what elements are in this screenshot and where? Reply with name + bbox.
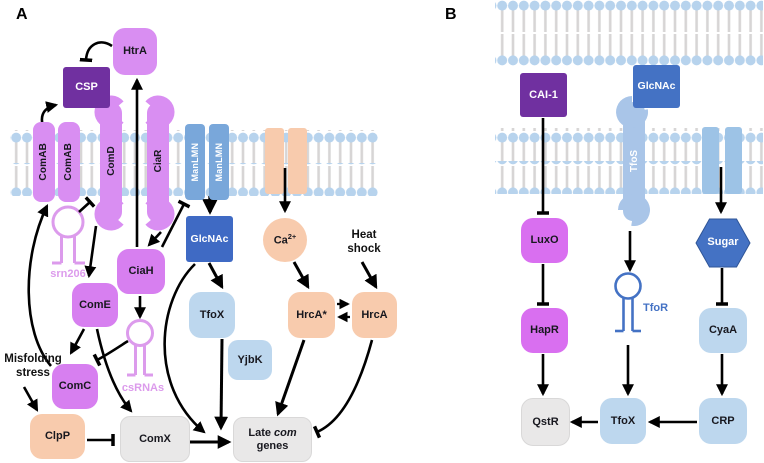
node-manlmn-1: ManLMN [185, 124, 205, 200]
comab-label: ComAB [38, 143, 50, 181]
panel-a-edges [22, 41, 378, 449]
manlmn-label: ManLMN [189, 142, 200, 182]
edge-ciar-ciah [147, 231, 162, 247]
edge-ca-hrcaactive [292, 261, 310, 290]
node-glcnac-a: GlcNAc [186, 216, 233, 262]
node-clpp: ClpP [30, 414, 85, 459]
calcium-channel [265, 128, 307, 194]
panel-b-label: B [445, 6, 457, 23]
edge-hrca-latecom [312, 339, 374, 439]
node-calcium: Ca2+ [263, 218, 307, 262]
node-comab-1: ComAB [33, 122, 55, 202]
srn206-hairpin [51, 205, 85, 265]
edge-come-comx [95, 328, 133, 413]
node-luxo: LuxO [521, 218, 568, 263]
node-hapr: HapR [521, 308, 568, 353]
manlmn-label: ManLMN [213, 142, 224, 182]
node-cai1: CAI-1 [520, 73, 567, 117]
edge-heatshock-hrca [360, 261, 378, 290]
edge-tfox-latecom [214, 338, 229, 431]
node-glcnac-b: GlcNAc [633, 65, 680, 108]
tfor-hairpin [614, 272, 642, 333]
edge-comd-come [84, 225, 98, 279]
edge-htra-csp [79, 41, 113, 63]
sugar-hexagon [695, 218, 751, 268]
edge-comc-comab [27, 204, 52, 367]
node-csp: CSP [63, 67, 110, 108]
heat-shock-label: Heat shock [347, 229, 381, 255]
ciar-label: CiaR [152, 149, 164, 173]
node-hrca: HrcA [352, 292, 397, 338]
node-tfox-b: TfoX [600, 398, 646, 444]
edge-srn206-comd [78, 196, 96, 213]
node-come: ComE [72, 283, 118, 327]
tfor-label: TfoR [643, 302, 669, 314]
node-comc: ComC [52, 364, 98, 409]
calcium-text: Ca2+ [273, 231, 297, 247]
node-tfox-a: TfoX [189, 292, 235, 338]
node-comab-2: ComAB [58, 122, 80, 202]
node-hrca-active: HrcA* [288, 292, 335, 338]
comab-label: ComAB [63, 143, 75, 181]
node-comx: ComX [120, 416, 190, 462]
node-cyaa: CyaA [699, 308, 747, 353]
edge-misfold-clpp [22, 386, 39, 412]
tfos-label: TfoS [628, 149, 640, 173]
edge-come-comc [69, 328, 86, 355]
node-qstr: QstR [521, 398, 570, 446]
node-manlmn-2: ManLMN [209, 124, 229, 200]
sugar-label: Sugar [707, 236, 739, 248]
edge-glcnac-latecom [163, 263, 206, 434]
node-crp: CRP [699, 398, 747, 444]
node-ciah: CiaH [117, 249, 165, 294]
csrnas-hairpin [126, 319, 154, 377]
edge-ciah-manlmn [160, 199, 191, 248]
node-yjbk: YjbK [228, 340, 272, 380]
edge-csrnas-comc [92, 339, 129, 367]
ciar-receptor [145, 95, 175, 231]
node-htra: HtrA [113, 28, 157, 75]
sugar-transporter [702, 127, 742, 194]
panel-b-edges [536, 118, 729, 428]
panel-a-label: A [16, 6, 28, 23]
edge-glcnac-tfox [207, 262, 224, 290]
misfolding-stress-label: Misfolding stress [4, 353, 62, 379]
outer-membrane-panel-b [495, 0, 763, 66]
csrnas-label: csRNAs [121, 382, 165, 394]
edge-hrcaactive-latecom [275, 339, 306, 417]
tfos-receptor [616, 96, 650, 227]
comd-label: ComD [105, 146, 117, 176]
srn206-label: srn206 [50, 268, 86, 280]
